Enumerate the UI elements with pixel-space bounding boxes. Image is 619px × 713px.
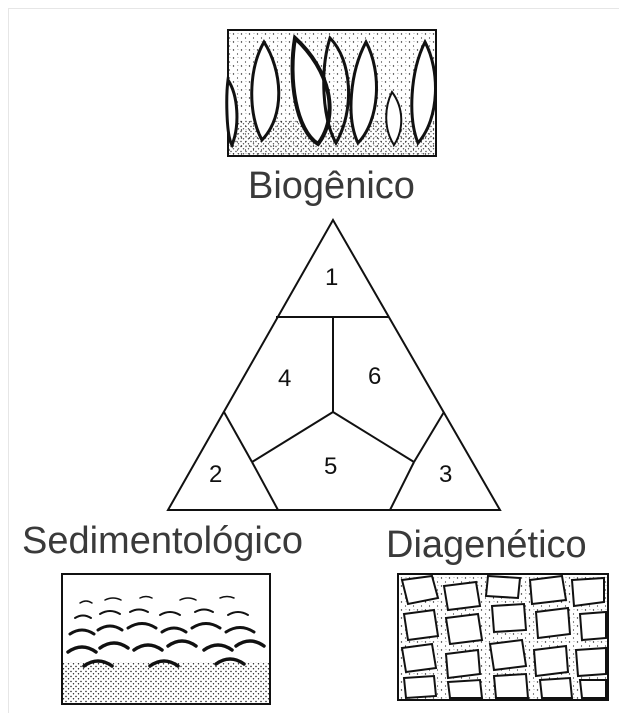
region-3-label: 3 — [439, 461, 452, 488]
region-6-label: 6 — [368, 363, 381, 390]
region-1-label: 1 — [325, 264, 338, 291]
biogenic-illustration — [227, 30, 436, 156]
sedimentological-illustration — [62, 574, 270, 704]
region-4-label: 4 — [278, 365, 291, 392]
region-2-label: 2 — [209, 461, 222, 488]
sedimentological-label: Sedimentológico — [22, 520, 303, 563]
diagenetic-label: Diagenético — [386, 524, 587, 567]
region-5-label: 5 — [324, 453, 337, 480]
diagenetic-illustration — [398, 574, 608, 700]
biogenic-label: Biogênico — [248, 165, 415, 208]
